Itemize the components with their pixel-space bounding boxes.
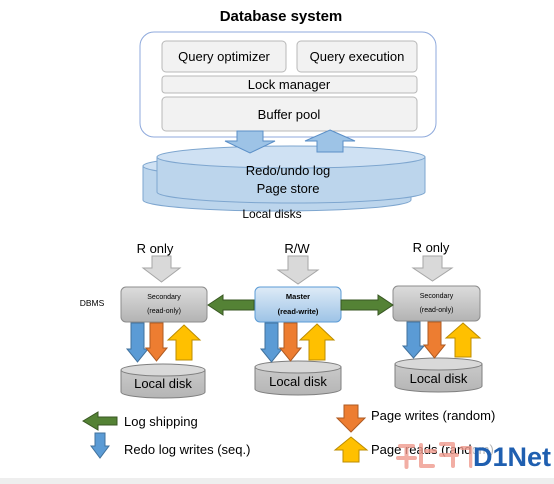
local-disk-left: Local disk	[120, 363, 206, 399]
bottom-strip	[0, 478, 554, 484]
diagram-title: Database system	[220, 8, 343, 25]
query-optimizer-box: Query optimizer	[161, 40, 287, 73]
legend-redo-log-writes-arrow	[90, 432, 110, 459]
redo-write-arrow-middle	[259, 322, 284, 363]
page-write-arrow-left	[144, 322, 169, 362]
dbms-label: DBMS	[80, 298, 105, 308]
master-node-role: Master	[286, 292, 310, 301]
watermark-backdrop	[472, 440, 554, 470]
access-label-right: R only	[413, 240, 450, 255]
legend-log-shipping-label: Log shipping	[124, 414, 198, 429]
buffer-pool-label: Buffer pool	[258, 107, 321, 122]
local-disk-left-label: Local disk	[134, 376, 192, 391]
page-read-arrow-middle	[298, 323, 336, 361]
query-optimizer-label: Query optimizer	[178, 49, 270, 64]
access-label-middle: R/W	[284, 241, 310, 256]
query-execution-box: Query execution	[296, 40, 418, 73]
local-disk-middle: Local disk	[254, 360, 342, 396]
watermark-brand-logo: D1Net	[473, 442, 551, 472]
storage-label-page-store: Page store	[257, 181, 320, 196]
local-disk-left-top	[120, 363, 206, 377]
secondary-node-right-role: Secondary	[420, 293, 454, 300]
legend-page-reads-arrow	[333, 436, 369, 463]
page-write-arrow-right	[422, 321, 447, 359]
secondary-node-right: Secondary (read-only)	[392, 285, 481, 322]
page-read-arrow-left	[166, 324, 202, 361]
access-label-left: R only	[137, 241, 174, 256]
redo-write-arrow-left	[125, 322, 150, 363]
secondary-node-left-mode: (read-only)	[147, 308, 181, 315]
page-read-arrow-right	[444, 322, 482, 358]
log-shipping-arrow-left	[207, 294, 255, 316]
log-shipping-arrow-right	[340, 294, 394, 316]
local-disk-right-body	[394, 363, 483, 393]
storage-to-buffer-up-arrow	[304, 129, 356, 153]
buffer-pool-rect	[161, 96, 418, 132]
storage-cylinder-front-body	[156, 156, 426, 204]
local-disks-label: Local disks	[242, 207, 301, 221]
master-node: Master (read-write)	[254, 286, 342, 323]
storage-cylinder-front: Redo/undo log Page store	[156, 145, 426, 204]
watermark-graphic	[396, 442, 473, 469]
secondary-node-right-mode: (read-only)	[420, 307, 454, 314]
storage-label-redo-undo-log: Redo/undo log	[246, 163, 331, 178]
legend: Log shipping Redo log writes (seq.) Page…	[82, 404, 495, 463]
local-disk-middle-label: Local disk	[269, 374, 327, 389]
query-optimizer-rect	[161, 40, 287, 73]
legend-log-shipping-arrow	[82, 411, 118, 431]
local-disk-right-label: Local disk	[410, 371, 468, 386]
storage-cylinder-front-top	[156, 145, 426, 169]
request-arrow-right	[411, 255, 454, 282]
local-disk-left-body	[120, 369, 206, 399]
lock-manager-rect	[161, 75, 418, 94]
redo-write-arrow-right	[401, 321, 426, 359]
query-execution-rect	[296, 40, 418, 73]
buffer-pool-box: Buffer pool	[161, 96, 418, 132]
legend-redo-log-writes-label: Redo log writes (seq.)	[124, 442, 250, 457]
page-write-arrow-middle	[278, 322, 303, 362]
local-disk-right-top	[394, 357, 483, 371]
secondary-node-right-rect	[392, 285, 481, 322]
request-arrow-left	[141, 255, 182, 283]
secondary-node-left: Secondary (read-only)	[120, 286, 208, 323]
master-node-mode: (read-write)	[278, 307, 319, 316]
lock-manager-label: Lock manager	[248, 77, 331, 92]
buffer-to-storage-down-arrow	[224, 130, 276, 154]
secondary-node-left-rect	[120, 286, 208, 323]
secondary-node-left-role: Secondary	[147, 294, 181, 301]
request-arrow-middle	[276, 255, 320, 285]
legend-page-writes-label: Page writes (random)	[371, 408, 495, 423]
watermark: D1Net	[396, 440, 554, 472]
query-execution-label: Query execution	[310, 49, 405, 64]
local-disk-middle-body	[254, 366, 342, 396]
local-disk-right: Local disk	[394, 357, 483, 393]
lock-manager-box: Lock manager	[161, 75, 418, 94]
local-disk-middle-top	[254, 360, 342, 374]
legend-page-writes-arrow	[335, 404, 367, 433]
